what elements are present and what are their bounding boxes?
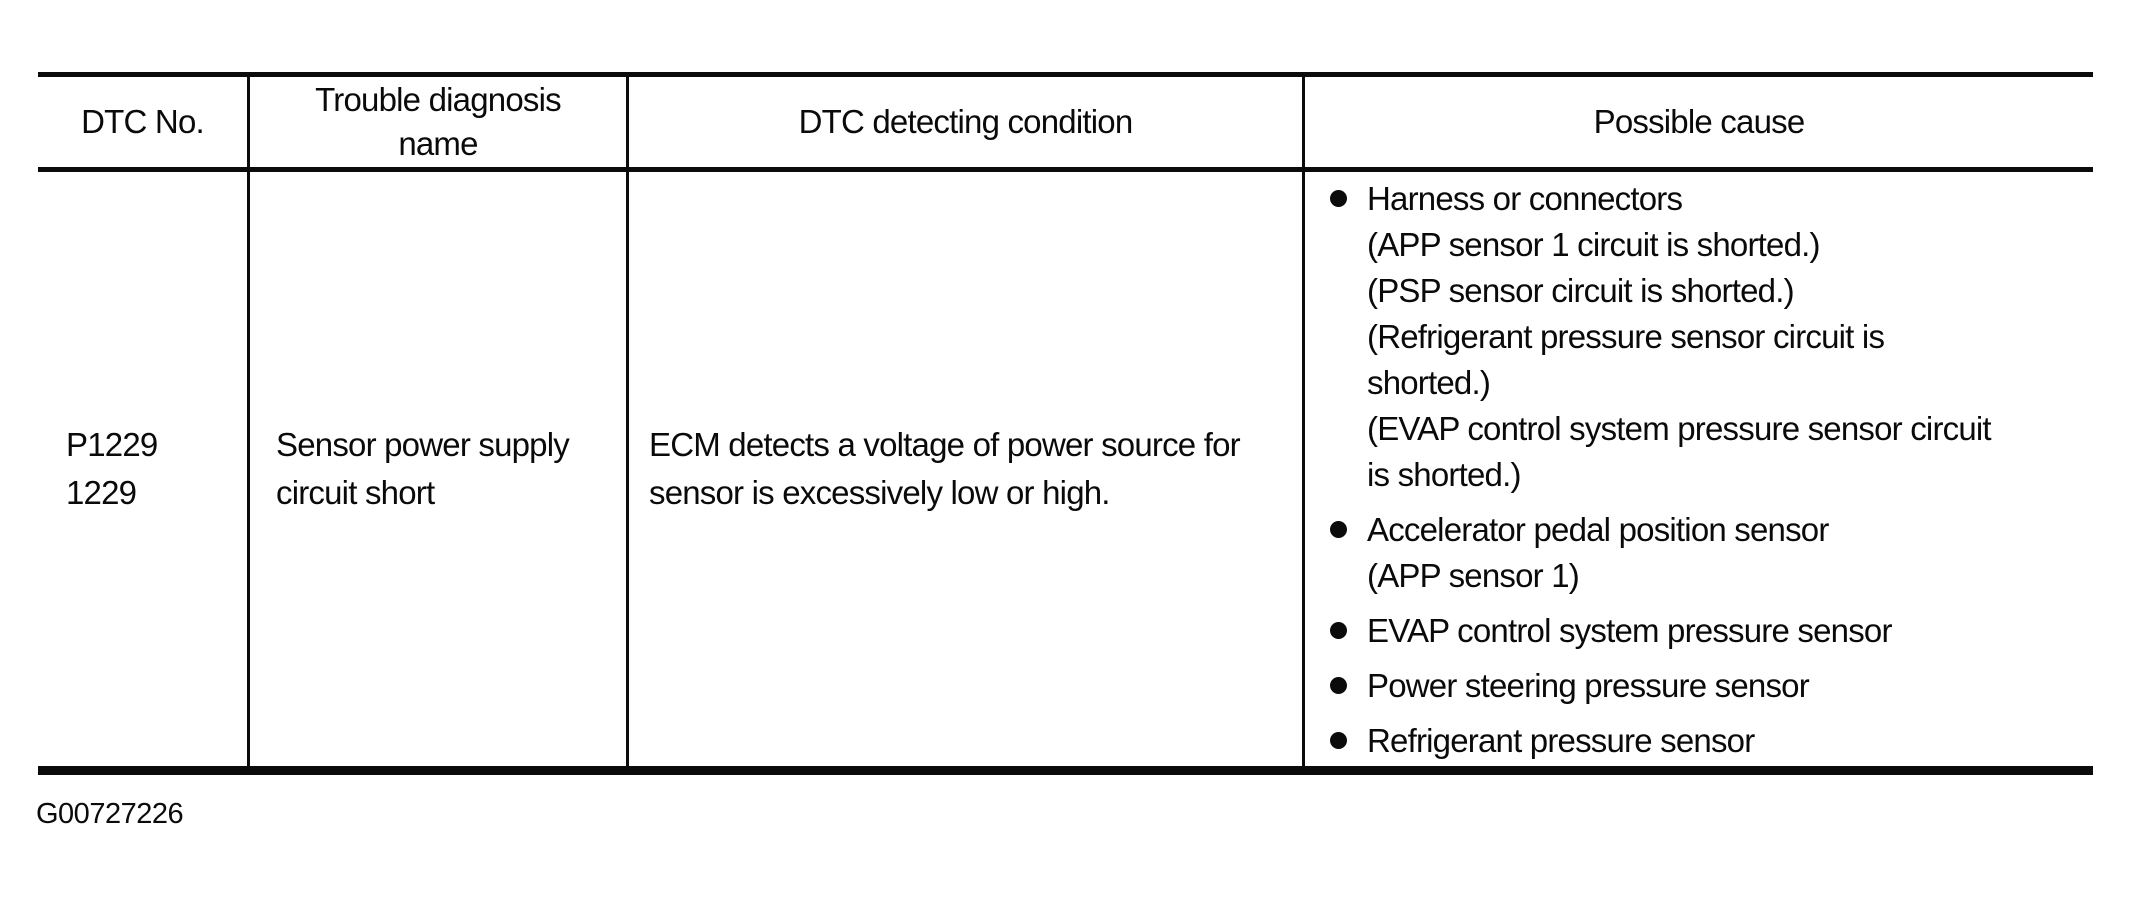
- cause-line: (APP sensor 1): [1367, 557, 1580, 594]
- condition-line1: ECM detects a voltage of power source fo…: [649, 426, 1241, 463]
- cause-line: Power steering pressure sensor: [1367, 667, 1810, 704]
- header-possible-cause: Possible cause: [1305, 77, 2093, 167]
- cause-line: Accelerator pedal position sensor: [1367, 511, 1829, 548]
- figure-code: G00727226: [36, 798, 184, 830]
- cause-line: is shorted.): [1367, 456, 1521, 493]
- cause-line: shorted.): [1367, 364, 1491, 401]
- cause-item-app-sensor: Accelerator pedal position sensor (APP s…: [1330, 507, 2083, 599]
- bullet-icon: [1330, 622, 1347, 639]
- dtc-code-obd: P1229: [66, 426, 158, 463]
- trouble-name-line2: circuit short: [276, 474, 435, 511]
- header-trouble-line2: name: [398, 125, 478, 162]
- cell-possible-cause: Harness or connectors (APP sensor 1 circ…: [1305, 172, 2093, 766]
- header-trouble-diagnosis-name: Trouble diagnosis name: [250, 77, 629, 167]
- dtc-code-mil: 1229: [66, 474, 137, 511]
- cell-dtc-no: P1229 1229: [38, 172, 250, 766]
- header-dtc-no: DTC No.: [38, 77, 250, 167]
- cause-item-evap-sensor: EVAP control system pressure sensor: [1330, 608, 2083, 654]
- cause-line: (EVAP control system pressure sensor cir…: [1367, 410, 1992, 447]
- bullet-icon: [1330, 732, 1347, 749]
- header-dtc-no-label: DTC No.: [81, 103, 205, 140]
- header-detecting-condition-label: DTC detecting condition: [798, 103, 1134, 140]
- header-trouble-line1: Trouble diagnosis: [315, 81, 561, 118]
- cell-detecting-condition: ECM detects a voltage of power source fo…: [629, 172, 1305, 766]
- cause-line: (Refrigerant pressure sensor circuit is: [1367, 318, 1885, 355]
- condition-line2: sensor is excessively low or high.: [649, 474, 1110, 511]
- header-possible-cause-label: Possible cause: [1593, 103, 1806, 140]
- bullet-icon: [1330, 190, 1347, 207]
- dtc-table: DTC No. Trouble diagnosis name DTC detec…: [38, 72, 2093, 775]
- cause-item-harness: Harness or connectors (APP sensor 1 circ…: [1330, 176, 2083, 498]
- table-row: P1229 1229 Sensor power supply circuit s…: [38, 172, 2093, 766]
- trouble-name-line1: Sensor power supply: [276, 426, 570, 463]
- header-detecting-condition: DTC detecting condition: [629, 77, 1305, 167]
- cause-line: Refrigerant pressure sensor: [1367, 722, 1755, 759]
- cause-line: Harness or connectors: [1367, 180, 1683, 217]
- cause-line: (PSP sensor circuit is shorted.): [1367, 272, 1795, 309]
- cause-item-refrigerant-sensor: Refrigerant pressure sensor: [1330, 718, 2083, 764]
- table-header-row: DTC No. Trouble diagnosis name DTC detec…: [38, 77, 2093, 172]
- bullet-icon: [1330, 521, 1347, 538]
- cell-trouble-diagnosis-name: Sensor power supply circuit short: [250, 172, 629, 766]
- cause-item-psp-sensor: Power steering pressure sensor: [1330, 663, 2083, 709]
- cause-line: (APP sensor 1 circuit is shorted.): [1367, 226, 1821, 263]
- cause-line: EVAP control system pressure sensor: [1367, 612, 1892, 649]
- bullet-icon: [1330, 677, 1347, 694]
